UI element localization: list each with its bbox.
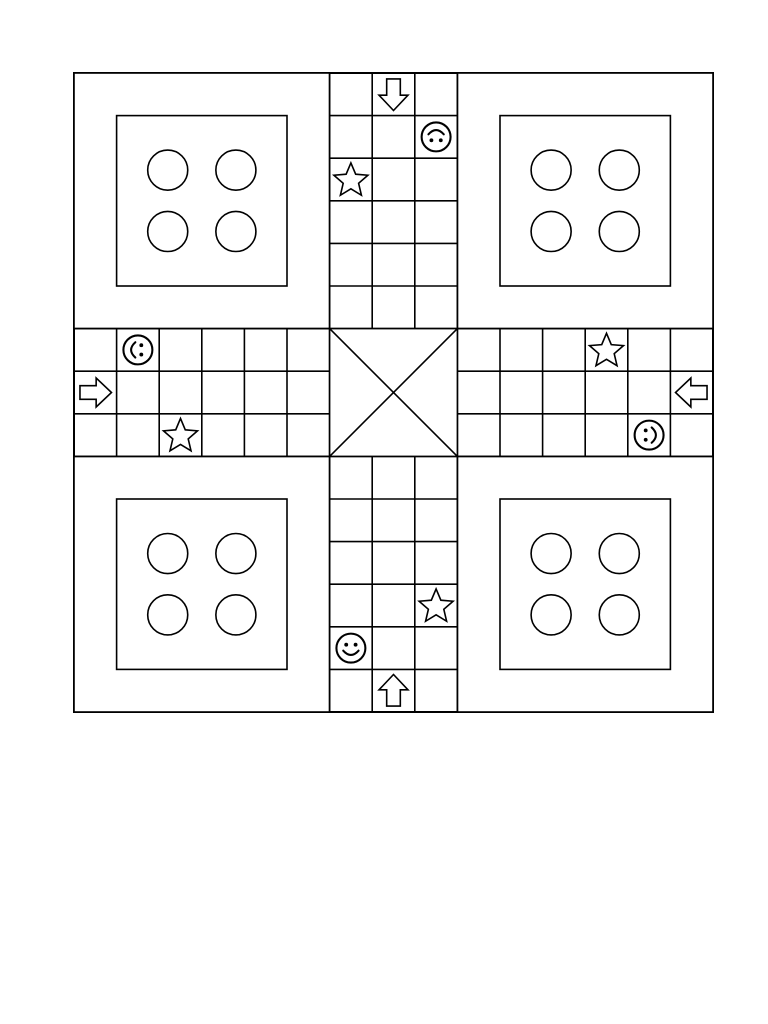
star-shape bbox=[161, 416, 200, 453]
token-slot[interactable] bbox=[598, 210, 641, 253]
arrow-left-icon bbox=[674, 376, 708, 409]
token-slot[interactable] bbox=[146, 594, 189, 636]
star-shape bbox=[331, 160, 370, 197]
home-base-top-right bbox=[456, 72, 714, 330]
token-slot[interactable] bbox=[530, 594, 572, 636]
home-base-inner bbox=[499, 498, 672, 671]
token-slot[interactable] bbox=[598, 532, 641, 575]
home-base-top-left bbox=[73, 72, 331, 330]
smiley-eye bbox=[344, 642, 349, 647]
star-shape bbox=[587, 331, 626, 368]
smiley-face bbox=[420, 121, 452, 153]
arrow-right-icon bbox=[79, 376, 113, 409]
arrow-shape bbox=[79, 376, 113, 409]
smiley-face bbox=[335, 632, 367, 664]
arrow-down-icon bbox=[377, 78, 410, 112]
token-slot[interactable] bbox=[530, 532, 572, 575]
center-x-cross-icon bbox=[328, 327, 459, 458]
smiley-face bbox=[122, 334, 154, 366]
star-icon bbox=[417, 586, 456, 623]
token-slot[interactable] bbox=[530, 210, 572, 253]
arm-bottom bbox=[328, 455, 459, 713]
smiley-eye bbox=[429, 138, 434, 143]
home-base-inner bbox=[115, 114, 288, 287]
token-slot[interactable] bbox=[146, 210, 189, 253]
token-slot[interactable] bbox=[215, 532, 257, 575]
smiley-face bbox=[633, 419, 665, 451]
arrow-shape bbox=[377, 673, 410, 707]
arm-left bbox=[73, 327, 331, 458]
smiley-icon bbox=[633, 419, 665, 451]
token-slot[interactable] bbox=[215, 594, 257, 636]
smiley-eye bbox=[139, 343, 144, 348]
arrow-shape bbox=[377, 78, 410, 112]
smiley-eye bbox=[139, 352, 144, 357]
token-slot[interactable] bbox=[215, 210, 257, 253]
smiley-eye bbox=[353, 642, 358, 647]
token-slot[interactable] bbox=[530, 149, 572, 191]
token-slot[interactable] bbox=[598, 149, 641, 191]
star-icon bbox=[331, 160, 370, 197]
arm-right bbox=[456, 327, 714, 458]
star-icon bbox=[161, 416, 200, 453]
token-slot[interactable] bbox=[146, 149, 189, 191]
star-shape bbox=[417, 586, 456, 623]
smiley-icon bbox=[420, 121, 452, 153]
smiley-mouth bbox=[650, 426, 657, 444]
arm-top bbox=[328, 72, 459, 330]
home-base-inner bbox=[499, 114, 672, 287]
center-diagonal bbox=[329, 328, 458, 457]
smiley-mouth bbox=[427, 129, 445, 136]
star-icon bbox=[587, 331, 626, 368]
token-slot[interactable] bbox=[215, 149, 257, 191]
token-slot[interactable] bbox=[146, 532, 189, 575]
smiley-icon bbox=[122, 334, 154, 366]
smiley-eye bbox=[643, 428, 648, 433]
smiley-icon bbox=[335, 632, 367, 664]
smiley-eye bbox=[438, 138, 443, 143]
home-base-bottom-right bbox=[456, 455, 714, 713]
smiley-mouth bbox=[130, 341, 137, 359]
arrow-up-icon bbox=[377, 673, 410, 707]
board-layer bbox=[73, 72, 714, 713]
token-slot[interactable] bbox=[598, 594, 641, 636]
home-base-inner bbox=[115, 498, 288, 671]
arrow-shape bbox=[674, 376, 708, 409]
smiley-eye bbox=[643, 437, 648, 442]
smiley-mouth bbox=[342, 649, 360, 656]
home-base-bottom-left bbox=[73, 455, 331, 713]
